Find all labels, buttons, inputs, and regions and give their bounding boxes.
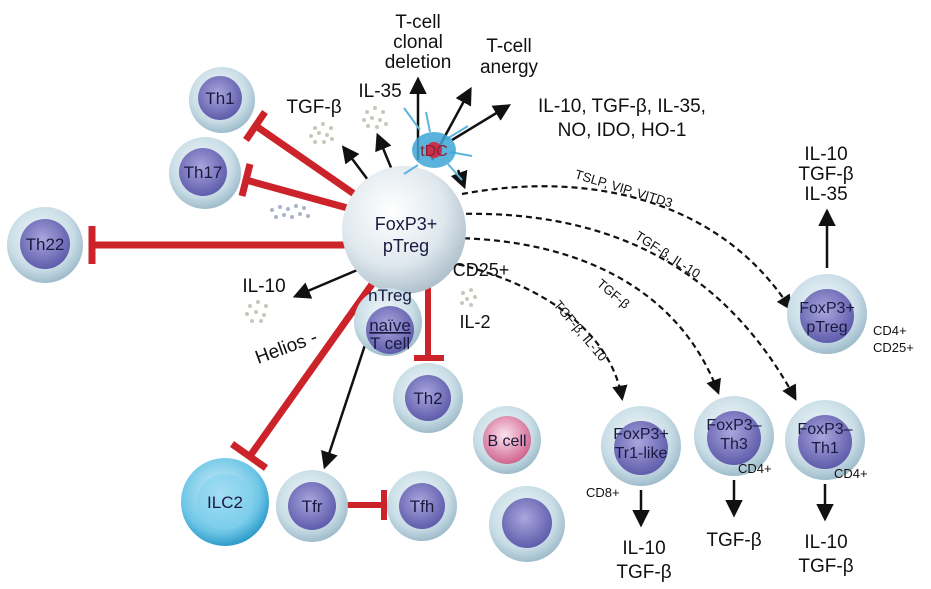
cell-tfr-label: Tfr [302, 497, 323, 516]
label-cd4-th1: CD4+ [834, 466, 868, 481]
label-tslp: TSLP, VIP, VITD3 [573, 167, 674, 211]
label-tgfb-il10-b: TGF-β, IL-10 [551, 297, 610, 364]
cell-tfh: Tfh [387, 471, 457, 541]
right-ptreg-line2: pTreg [806, 319, 847, 336]
cell-th22-label: Th22 [26, 235, 65, 254]
cell-bcell-label: B cell [487, 433, 526, 450]
th1b-line1: FoxP3– [797, 421, 852, 438]
cell-tfh-label: Tfh [410, 497, 435, 516]
arrow-to-il35 [375, 132, 394, 171]
center-line2: pTreg [383, 236, 429, 256]
naive-line1: naïve [369, 316, 411, 335]
right-ptreg-line1: FoxP3+ [799, 300, 855, 317]
cell-ilc2-label: ILC2 [207, 493, 243, 512]
cell-th17-label: Th17 [184, 163, 223, 182]
label-cd4-th3: CD4+ [738, 461, 772, 476]
label-il10-left: IL-10 [242, 276, 285, 297]
inhibit-ilc2-bar [229, 441, 269, 471]
label-cd4-right-2: CD25+ [873, 340, 914, 355]
naive-line2: T cell [370, 334, 410, 353]
dots-il10-left [245, 300, 268, 323]
dots-il2 [460, 288, 477, 307]
cell-th1: Th1 [189, 67, 255, 133]
label-tgfb-il10-a: TGF-β, IL-10 [632, 228, 703, 281]
dots-tgfb-top [309, 122, 334, 144]
label-mediators-2: NO, IDO, HO-1 [558, 120, 687, 141]
dots-center-left [270, 204, 310, 219]
dashed-to-tr1 [447, 260, 628, 402]
th3-line1: FoxP3– [706, 417, 761, 434]
cell-tfr: Tfr [276, 470, 348, 542]
tdc-label: tDC [420, 143, 448, 160]
label-th1-out-2: TGF-β [798, 556, 853, 577]
label-tr1-out-2: TGF-β [616, 562, 671, 583]
cell-center-ptreg: FoxP3+ pTreg [342, 166, 466, 294]
th3-line2: Th3 [720, 436, 748, 453]
cell-th3: FoxP3– Th3 [694, 396, 774, 476]
cell-th17: Th17 [169, 137, 241, 209]
label-cd25: CD25+ [453, 260, 510, 280]
cell-tr1: FoxP3+ Tr1-like [601, 406, 681, 486]
label-mediators-1: IL-10, TGF-β, IL-35, [538, 96, 706, 117]
inhibit-ilc2-line [247, 277, 378, 459]
label-il35-top: IL-35 [358, 81, 401, 102]
arrow-to-tfr [321, 344, 367, 470]
label-tgfb-mid: TGF-β [594, 276, 633, 312]
center-line1: FoxP3+ [375, 214, 438, 234]
label-deletion-2: clonal [393, 32, 443, 53]
cell-bcell: B cell [473, 406, 541, 474]
inhibition-lines [88, 110, 444, 520]
label-th1-out-1: IL-10 [804, 532, 847, 553]
label-tr1-out-1: IL-10 [622, 538, 665, 559]
label-th3-out: TGF-β [706, 530, 761, 551]
differentiation-arrows [447, 185, 797, 402]
cell-th2: Th2 [393, 363, 463, 433]
inhibit-th1-line [254, 123, 362, 201]
label-deletion-1: T-cell [395, 12, 440, 33]
cell-naive: nTreg naïve T cell [354, 286, 422, 356]
cell-unlabeled [489, 486, 565, 562]
inhibit-th1-bar [243, 110, 268, 142]
arrow-to-il10-left [292, 266, 363, 299]
label-deletion-3: deletion [385, 52, 452, 73]
dots-il35-top [362, 106, 388, 129]
cytokine-dots [245, 106, 477, 323]
tr1-line2: Tr1-like [615, 445, 668, 462]
inhibit-th17-bar [238, 163, 254, 197]
th1b-line2: Th1 [811, 440, 839, 457]
cell-th22: Th22 [7, 207, 83, 283]
label-right-top-3: IL-35 [804, 184, 847, 205]
label-right-top-1: IL-10 [804, 144, 847, 165]
label-helios: Helios - [253, 327, 321, 369]
label-right-top-2: TGF-β [798, 164, 853, 185]
labels: T-cell clonal deletion T-cell anergy IL-… [242, 12, 913, 583]
dashed-to-right-ptreg [461, 185, 792, 311]
label-il2: IL-2 [459, 312, 490, 332]
label-anergy-2: anergy [480, 57, 539, 78]
arrow-to-tgfb [341, 145, 369, 181]
cell-right-ptreg: FoxP3+ pTreg [787, 274, 867, 354]
label-anergy-1: T-cell [486, 36, 531, 57]
cell-th1b: FoxP3– Th1 [785, 400, 865, 480]
dashed-to-th1b [455, 212, 797, 401]
tr1-line1: FoxP3+ [613, 426, 669, 443]
label-cd4-right-1: CD4+ [873, 323, 907, 338]
inhibit-th17-line [245, 176, 363, 216]
cell-ilc2: ILC2 [181, 458, 269, 546]
label-tgfb-top: TGF-β [286, 97, 341, 118]
ntreg-label: nTreg [368, 286, 412, 305]
arrow-to-mediators [451, 104, 511, 142]
cell-th1-label: Th1 [205, 89, 234, 108]
label-cd8: CD8+ [586, 485, 620, 500]
cell-th2-label: Th2 [413, 389, 442, 408]
cell-tdc: tDC [403, 107, 473, 181]
dashed-to-th3 [453, 236, 721, 395]
